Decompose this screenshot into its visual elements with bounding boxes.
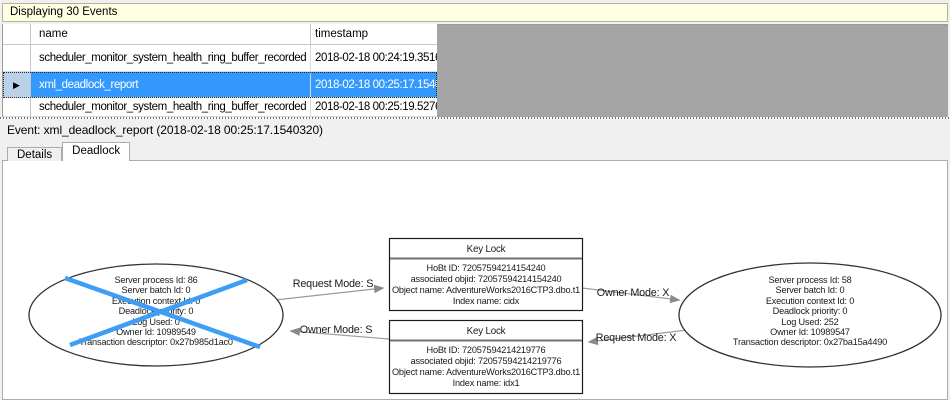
tab-details[interactable]: Details bbox=[7, 147, 63, 161]
info-bar: Displaying 30 Events bbox=[2, 3, 948, 22]
process-line: Execution context Id: 0 bbox=[112, 296, 200, 306]
detail-tabs: Details Deadlock bbox=[7, 142, 131, 161]
events-grid: name timestamp scheduler_monitor_system_… bbox=[2, 24, 437, 117]
process-line: Server process Id: 86 bbox=[114, 275, 197, 285]
column-header-timestamp[interactable]: timestamp bbox=[311, 24, 437, 45]
event-name-cell[interactable]: scheduler_monitor_system_health_ring_buf… bbox=[31, 98, 311, 117]
edge-label-owner-x: Owner Mode: X bbox=[597, 287, 669, 299]
process-line: Execution context Id: 0 bbox=[766, 296, 854, 306]
edge-request-x: Request Mode: X bbox=[587, 329, 688, 346]
process-line: Transaction descriptor: 0x27ba15a4490 bbox=[733, 337, 887, 347]
victim-cross-icon bbox=[64, 275, 261, 350]
process-line: Server process Id: 58 bbox=[768, 275, 851, 285]
lock-line: HoBt ID: 72057594214154240 bbox=[427, 263, 546, 273]
process-line: Deadlock priority: 0 bbox=[773, 306, 848, 316]
lock-line: Object name: AdventureWorks2016CTP3.dbo.… bbox=[392, 367, 580, 377]
lock-line: Object name: AdventureWorks2016CTP3.dbo.… bbox=[392, 285, 580, 295]
row-selector-cell[interactable] bbox=[3, 98, 31, 117]
process-line: Owner Id: 10989547 bbox=[770, 327, 850, 337]
lock-title: Key Lock bbox=[467, 326, 506, 337]
lock-node-bottom[interactable]: Key Lock HoBt ID: 72057594214219776 asso… bbox=[388, 319, 584, 395]
grid-empty-area bbox=[437, 24, 948, 117]
event-timestamp-cell[interactable]: 2018-02-18 00:24:19.3516078 bbox=[311, 45, 437, 72]
process-line: Server batch Id: 0 bbox=[776, 285, 845, 295]
lock-line: associated objid: 72057594214219776 bbox=[411, 356, 562, 366]
tab-deadlock[interactable]: Deadlock bbox=[62, 142, 131, 161]
row-selector-header-cell bbox=[3, 24, 31, 45]
event-name-cell[interactable]: xml_deadlock_report bbox=[31, 72, 311, 98]
lock-line: HoBt ID: 72057594214219776 bbox=[427, 345, 546, 355]
grid-header-row: name timestamp bbox=[3, 24, 437, 45]
event-summary-bar: Event: xml_deadlock_report (2018-02-18 0… bbox=[0, 119, 950, 142]
lock-line: Index name: cidx bbox=[453, 296, 520, 306]
deadlock-graph: Request Mode: S Owner Mode: S Owner Mode… bbox=[28, 237, 942, 395]
edge-label-owner-s: Owner Mode: S bbox=[300, 324, 372, 336]
edge-label-request-x: Request Mode: X bbox=[596, 332, 676, 344]
process-line: Transaction descriptor: 0x27b985d1ac0 bbox=[79, 337, 233, 347]
process-line: Log Used: 0 bbox=[132, 317, 179, 327]
event-summary-text: Event: xml_deadlock_report (2018-02-18 0… bbox=[7, 123, 323, 137]
event-row[interactable]: scheduler_monitor_system_health_ring_buf… bbox=[3, 98, 437, 117]
column-header-name[interactable]: name bbox=[31, 24, 311, 45]
lock-line: associated objid: 72057594214154240 bbox=[411, 274, 562, 284]
edge-label-request-s: Request Mode: S bbox=[293, 278, 373, 290]
event-row-selected[interactable]: ▶ xml_deadlock_report 2018-02-18 00:25:1… bbox=[3, 72, 437, 98]
row-selector-cell[interactable] bbox=[3, 45, 31, 72]
process-line: Log Used: 252 bbox=[781, 317, 838, 327]
info-bar-text: Displaying 30 Events bbox=[10, 6, 118, 18]
process-node-survivor[interactable]: Server process Id: 58 Server batch Id: 0… bbox=[678, 262, 942, 368]
event-row[interactable]: scheduler_monitor_system_health_ring_buf… bbox=[3, 45, 437, 72]
event-timestamp-cell[interactable]: 2018-02-18 00:25:19.5276859 bbox=[311, 98, 437, 117]
process-line: Server batch Id: 0 bbox=[122, 285, 191, 295]
edge-request-s: Request Mode: S bbox=[274, 278, 385, 301]
edge-owner-s: Owner Mode: S bbox=[289, 324, 390, 340]
lock-line: Index name: idx1 bbox=[453, 378, 520, 388]
process-node-victim[interactable]: Server process Id: 86 Server batch Id: 0… bbox=[28, 263, 284, 367]
lock-node-top[interactable]: Key Lock HoBt ID: 72057594214154240 asso… bbox=[388, 237, 584, 312]
deadlock-tab-panel: Request Mode: S Owner Mode: S Owner Mode… bbox=[2, 160, 948, 400]
row-selector-cell[interactable]: ▶ bbox=[3, 72, 31, 98]
lock-title: Key Lock bbox=[467, 244, 506, 255]
current-row-marker-icon: ▶ bbox=[13, 80, 20, 90]
event-name-cell[interactable]: scheduler_monitor_system_health_ring_buf… bbox=[31, 45, 311, 72]
grid-splitter[interactable] bbox=[0, 117, 950, 119]
event-timestamp-cell[interactable]: 2018-02-18 00:25:17.1540320 bbox=[311, 72, 437, 98]
edge-owner-x: Owner Mode: X bbox=[581, 287, 681, 304]
process-line: Owner Id: 10989549 bbox=[116, 327, 196, 337]
